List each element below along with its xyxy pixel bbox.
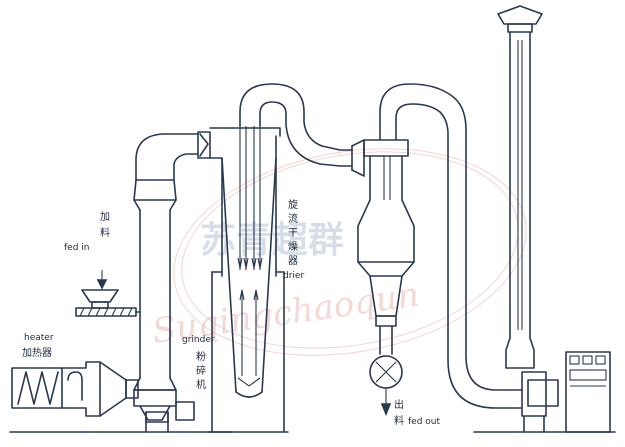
heater-label-cn: 加热器 [22,346,52,359]
drier-label-cn-1: 旋 [288,198,298,211]
heater [11,361,139,417]
drier-label-cn-5: 器 [288,255,298,267]
grinder-label-cn-2: 碎 [196,364,206,377]
feed-label-en: fed in [64,243,89,253]
cyclone-drier [207,126,289,433]
cyclone-separator [357,139,415,417]
grinder-label-en: grinder [182,335,215,345]
grinder-label-cn-3: 机 [196,378,206,391]
out-label-cn-1: 出 [394,398,404,411]
drier-label-cn-4: 燥 [288,241,298,253]
heater-label-en: heater [24,333,54,343]
control-cabinet [565,351,611,433]
feed-label-cn-2: 料 [100,226,110,239]
drier-label-cn-2: 流 [288,212,298,225]
grinder-label-cn-1: 粉 [196,350,206,363]
connecting-duct-2 [379,83,523,409]
exhaust-stack [497,5,559,433]
out-label-en: fed out [408,417,440,427]
labels: 加 料 fed in heater 加热器 grinder 粉 碎 机 旋 流 … [22,198,440,427]
drier-label-cn-3: 干 [288,228,298,239]
screw-feeder [75,270,141,317]
grinder-column [133,131,211,433]
drier-label-en: drier [283,271,304,281]
connecting-duct-1 [239,83,365,177]
out-label-cn-2: 料 [394,414,404,427]
feed-label-cn-1: 加 [100,211,110,223]
